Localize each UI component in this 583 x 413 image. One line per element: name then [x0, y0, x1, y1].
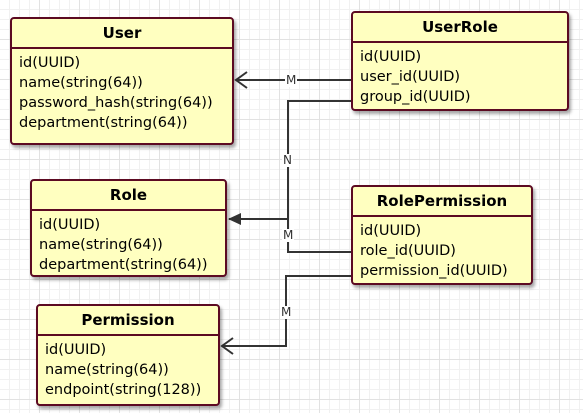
field: name(string(64)) [45, 362, 169, 378]
field: permission_id(UUID) [360, 263, 508, 279]
filled-arrowhead-role [228, 213, 241, 225]
entity-userrole[interactable]: UserRole id(UUID) user_id(UUID) group_id… [351, 11, 569, 111]
field: department(string(64)) [19, 115, 188, 131]
field: endpoint(string(128)) [45, 382, 202, 398]
entity-role[interactable]: Role id(UUID) name(string(64)) departmen… [30, 179, 227, 277]
field-list: id(UUID) name(string(64)) endpoint(strin… [38, 336, 218, 400]
field: role_id(UUID) [360, 243, 456, 259]
entity-title: UserRole [353, 13, 567, 43]
open-arrowhead-permission [220, 337, 234, 355]
entity-title: User [12, 19, 232, 49]
field: user_id(UUID) [360, 69, 461, 85]
field: id(UUID) [360, 49, 422, 65]
field: name(string(64)) [39, 237, 163, 253]
multiplicity-label: M [285, 73, 298, 87]
field: id(UUID) [45, 342, 107, 358]
connector-rolepermission-role [287, 219, 351, 253]
field: name(string(64)) [19, 75, 143, 91]
entity-title: RolePermission [353, 187, 531, 217]
field: id(UUID) [360, 223, 422, 239]
field-list: id(UUID) user_id(UUID) group_id(UUID) [353, 43, 567, 107]
multiplicity-label: N [282, 153, 293, 167]
entity-title: Role [32, 181, 225, 211]
field: password_hash(string(64)) [19, 95, 213, 111]
field-list: id(UUID) role_id(UUID) permission_id(UUI… [353, 217, 531, 281]
entity-rolepermission[interactable]: RolePermission id(UUID) role_id(UUID) pe… [351, 185, 533, 285]
field-list: id(UUID) name(string(64)) password_hash(… [12, 49, 232, 133]
entity-title: Permission [38, 306, 218, 336]
field: group_id(UUID) [360, 89, 471, 105]
multiplicity-label: M [280, 305, 293, 319]
field: id(UUID) [39, 217, 101, 233]
field: id(UUID) [19, 55, 81, 71]
field: department(string(64)) [39, 257, 208, 273]
entity-permission[interactable]: Permission id(UUID) name(string(64)) end… [36, 304, 220, 406]
entity-user[interactable]: User id(UUID) name(string(64)) password_… [10, 17, 234, 145]
multiplicity-label: M [282, 228, 295, 242]
field-list: id(UUID) name(string(64)) department(str… [32, 211, 225, 275]
open-arrowhead-user [234, 71, 248, 89]
